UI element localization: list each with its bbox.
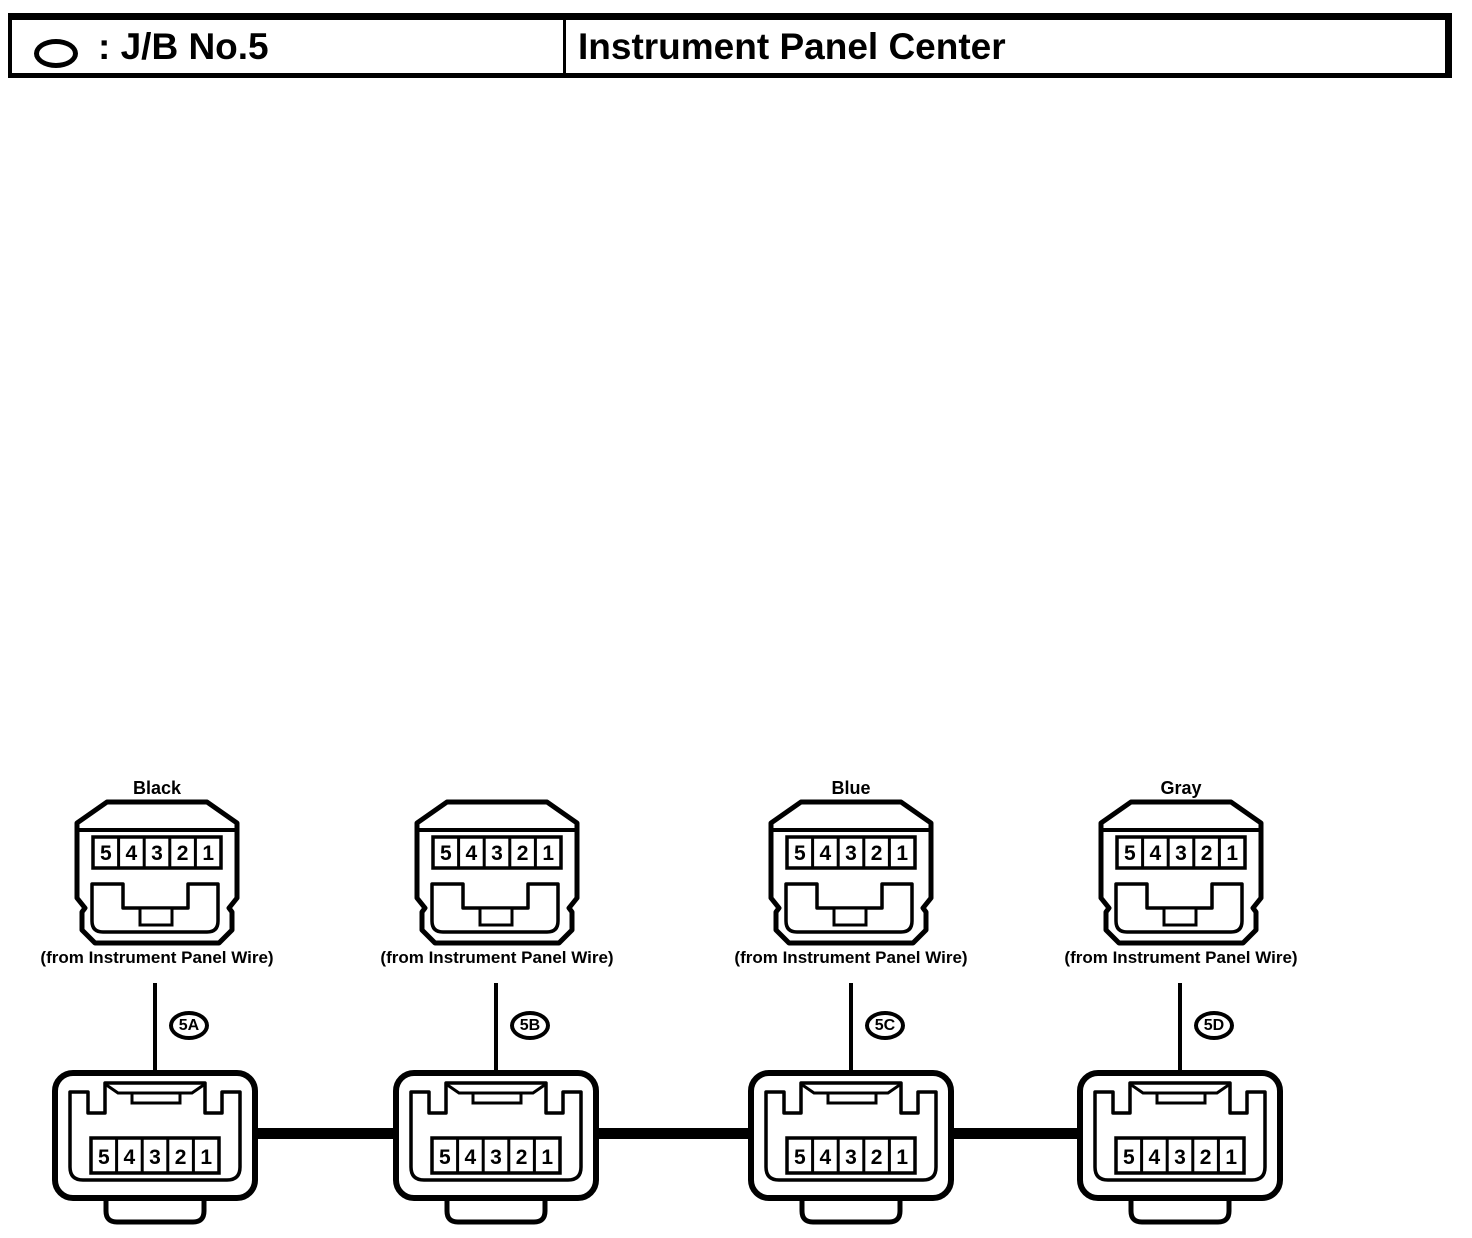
wire-line [849, 983, 853, 1073]
bus-bar [253, 1128, 398, 1139]
pin-number: 5 [100, 842, 112, 865]
pin-row [91, 835, 223, 870]
connector-caption: (from Instrument Panel Wire) [1064, 948, 1298, 967]
oval-icon [34, 39, 78, 68]
lock-plate-tab [1155, 1091, 1207, 1105]
pin-number: 2 [1200, 1146, 1212, 1169]
connector-color-label: Blue [831, 778, 871, 798]
pin-number: 1 [200, 1146, 212, 1169]
connector-badge: 5D [1194, 1011, 1234, 1040]
pin-number: 5 [794, 1146, 806, 1169]
connector-caption: (from Instrument Panel Wire) [734, 948, 968, 967]
lock-plate-tab [130, 1091, 182, 1105]
cavity-key-notch [1162, 906, 1198, 927]
pin-number: 4 [820, 1146, 832, 1169]
pin-row [785, 835, 917, 870]
pin-number: 5 [1124, 842, 1136, 865]
pin-number: 4 [820, 842, 832, 865]
pin-number: 1 [542, 842, 554, 865]
pin-row [431, 835, 563, 870]
pin-number: 4 [1149, 1146, 1161, 1169]
pin-number: 2 [177, 842, 189, 865]
header-right-title: Instrument Panel Center [578, 26, 1006, 67]
pin-row [1114, 1136, 1246, 1175]
pin-number: 4 [126, 842, 138, 865]
connector-badge: 5C [865, 1011, 905, 1040]
cavity-key-notch [138, 906, 174, 927]
pin-row [1115, 835, 1247, 870]
pin-number: 2 [516, 1146, 528, 1169]
pin-number: 5 [794, 842, 806, 865]
pin-number: 3 [1175, 842, 1187, 865]
pin-number: 3 [845, 1146, 857, 1169]
pin-row [89, 1136, 221, 1175]
pin-number: 1 [202, 842, 214, 865]
pin-number: 1 [1225, 1146, 1237, 1169]
pin-number: 4 [124, 1146, 136, 1169]
pin-number: 4 [1150, 842, 1162, 865]
pin-number: 2 [871, 842, 883, 865]
wire-line [1178, 983, 1182, 1073]
pin-number: 2 [871, 1146, 883, 1169]
pin-number: 2 [1201, 842, 1213, 865]
wire-line [153, 983, 157, 1073]
bus-bar [594, 1128, 753, 1139]
pin-number: 5 [439, 1146, 451, 1169]
pin-number: 1 [896, 1146, 908, 1169]
cavity-key-notch [832, 906, 868, 927]
pin-number: 5 [1123, 1146, 1135, 1169]
header-divider [563, 20, 566, 73]
pin-number: 3 [151, 842, 163, 865]
bus-bar [949, 1128, 1082, 1139]
pin-number: 5 [98, 1146, 110, 1169]
pin-number: 1 [1226, 842, 1238, 865]
pin-number: 3 [149, 1146, 161, 1169]
connector-caption: (from Instrument Panel Wire) [380, 948, 614, 967]
connector-caption: (from Instrument Panel Wire) [40, 948, 274, 967]
pin-number: 3 [1174, 1146, 1186, 1169]
pin-number: 1 [896, 842, 908, 865]
connector-color-label: Gray [1160, 778, 1202, 798]
pin-number: 3 [491, 842, 503, 865]
pin-number: 2 [517, 842, 529, 865]
header-left-title: : J/B No.5 [98, 26, 269, 67]
wire-line [494, 983, 498, 1073]
pin-row [785, 1136, 917, 1175]
cavity-key-notch [478, 906, 514, 927]
connector-color-label: Black [132, 778, 182, 798]
pin-number: 2 [175, 1146, 187, 1169]
pin-number: 3 [490, 1146, 502, 1169]
header: : J/B No.5 Instrument Panel Center [8, 13, 1452, 78]
pin-row [430, 1136, 562, 1175]
lock-plate-tab [826, 1091, 878, 1105]
connector-badge: 5A [169, 1011, 209, 1040]
pin-number: 4 [465, 1146, 477, 1169]
pin-number: 1 [541, 1146, 553, 1169]
pin-number: 5 [440, 842, 452, 865]
lock-plate-tab [471, 1091, 523, 1105]
pin-number: 4 [466, 842, 478, 865]
pin-number: 3 [845, 842, 857, 865]
connector-badge: 5B [510, 1011, 550, 1040]
